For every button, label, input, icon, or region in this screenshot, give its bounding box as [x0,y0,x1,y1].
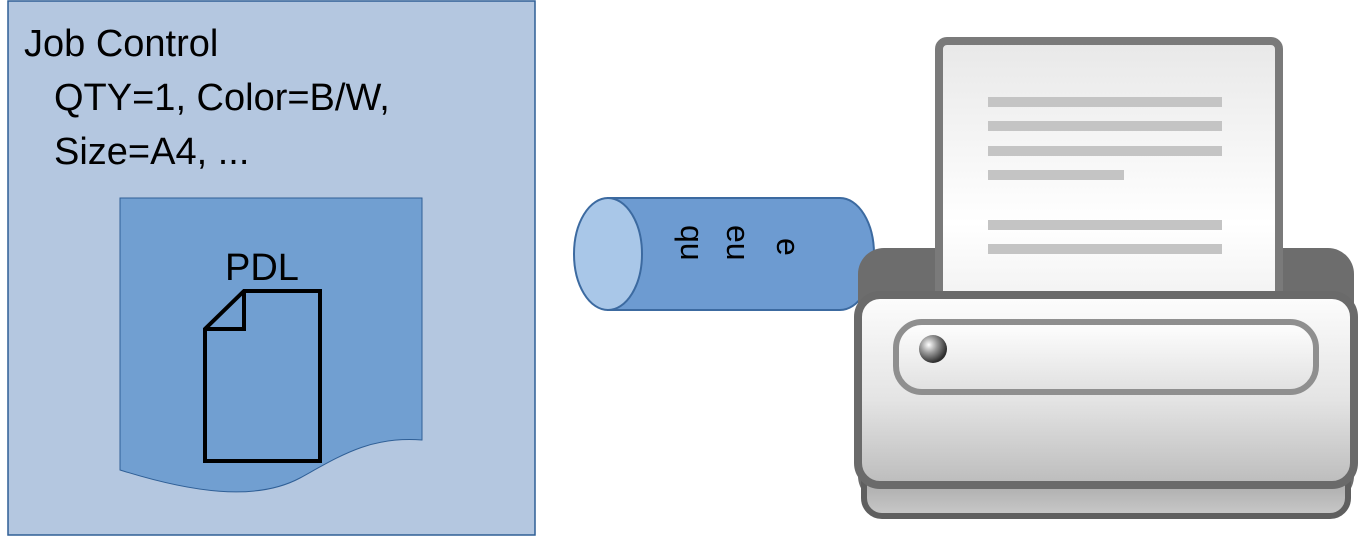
document-page-icon [203,289,322,463]
printer-icon [854,37,1358,519]
queue-label-part-1: qu [674,225,710,261]
queue-label-part-2: eu [720,225,756,261]
job-control-options-line1: QTY=1, Color=B/W, [54,77,390,119]
pdl-document-shape [119,197,423,493]
job-control-options-line2: Size=A4, ... [54,131,250,173]
printer-indicator-icon [919,335,947,363]
queue-label-part-3: e [770,238,806,256]
pdl-label: PDL [225,247,299,289]
job-control-title: Job Control [24,23,219,65]
